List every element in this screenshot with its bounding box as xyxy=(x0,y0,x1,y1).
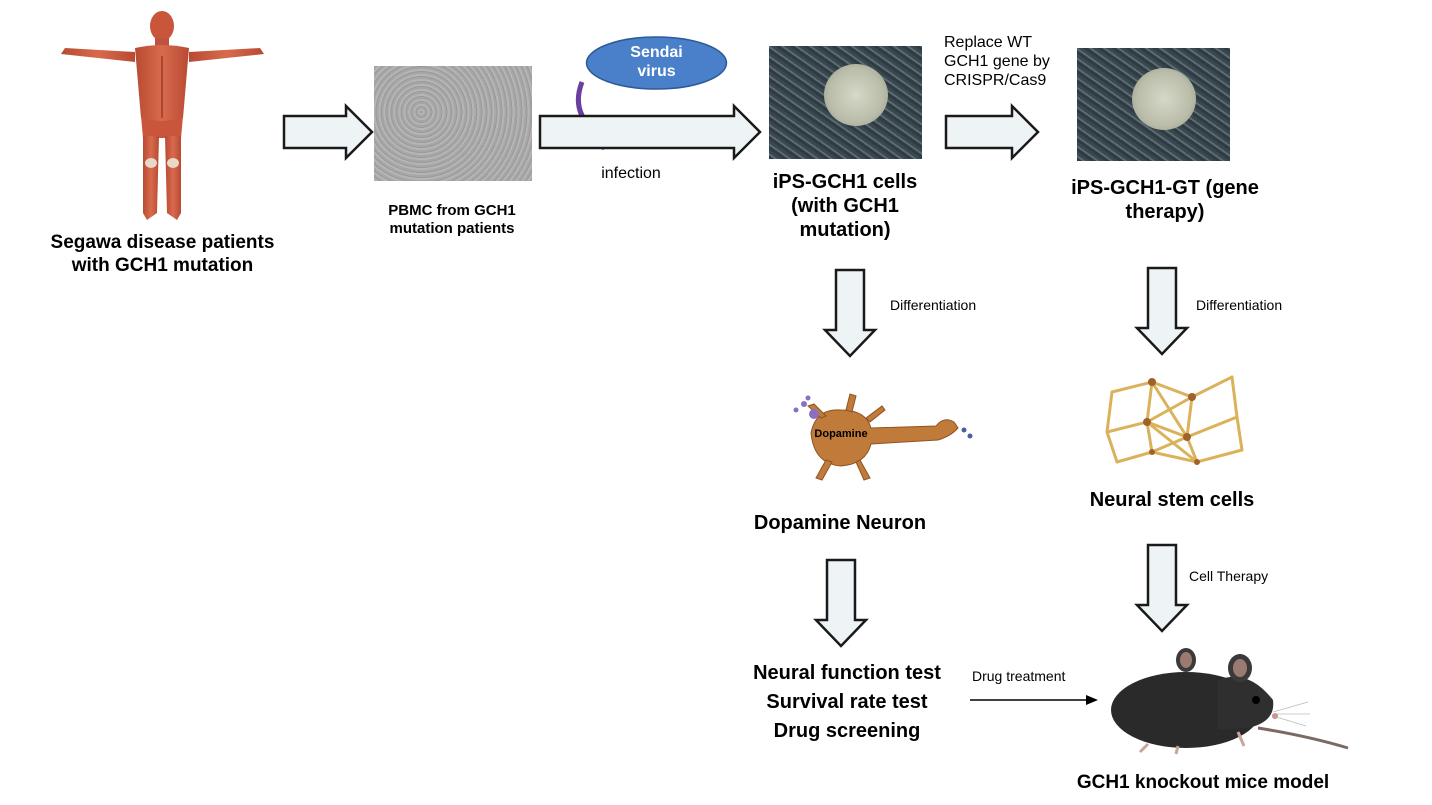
dopamine-neuron-label: Dopamine Neuron xyxy=(753,512,927,534)
neural-stem-cells-label: Neural stem cells xyxy=(1089,489,1255,511)
mice-model-label: GCH1 knockout mice model xyxy=(1076,772,1330,793)
drug-treatment-arrow xyxy=(968,692,1100,713)
dopamine-tag: Dopamine xyxy=(814,428,868,440)
patients-label: Segawa disease patients with GCH1 mutati… xyxy=(50,232,275,276)
flow-arrow-1 xyxy=(282,102,376,165)
ips-colony-icon xyxy=(769,46,922,159)
pbmc-micrograph-icon xyxy=(374,66,532,181)
ips-cells-label: iPS-GCH1 cells (with GCH1 mutation) xyxy=(772,171,918,241)
differentiation-left-label: Differentiation xyxy=(890,297,977,313)
down-arrow-left-2 xyxy=(813,558,869,655)
neural-network-icon xyxy=(1092,362,1254,477)
down-arrow-right-1 xyxy=(1134,266,1190,363)
pbmc-label: PBMC from GCH1 mutation patients xyxy=(388,202,516,237)
ips-gt-label: iPS-GCH1-GT (gene therapy) xyxy=(1071,177,1259,223)
flow-arrow-2 xyxy=(538,102,764,165)
dopamine-neuron-icon: Dopamine xyxy=(786,388,976,488)
sendai-label: Sendai virus xyxy=(630,44,683,81)
replace-wt-label: Replace WT GCH1 gene by CRISPR/Cas9 xyxy=(944,34,1050,90)
human-anatomy-icon xyxy=(55,8,270,224)
infection-label: infection xyxy=(601,165,661,182)
differentiation-right-label: Differentiation xyxy=(1196,297,1283,313)
tests-label: Neural function test Survival rate test … xyxy=(753,662,941,742)
drug-treatment-label: Drug treatment xyxy=(972,668,1066,684)
down-arrow-left-1 xyxy=(822,268,878,365)
ips-gt-colony-icon xyxy=(1077,48,1230,161)
cell-therapy-label: Cell Therapy xyxy=(1189,568,1269,584)
flow-arrow-3 xyxy=(944,102,1042,165)
sendai-virus-bubble xyxy=(585,35,728,91)
mouse-icon xyxy=(1108,640,1353,755)
down-arrow-right-2 xyxy=(1134,543,1190,640)
